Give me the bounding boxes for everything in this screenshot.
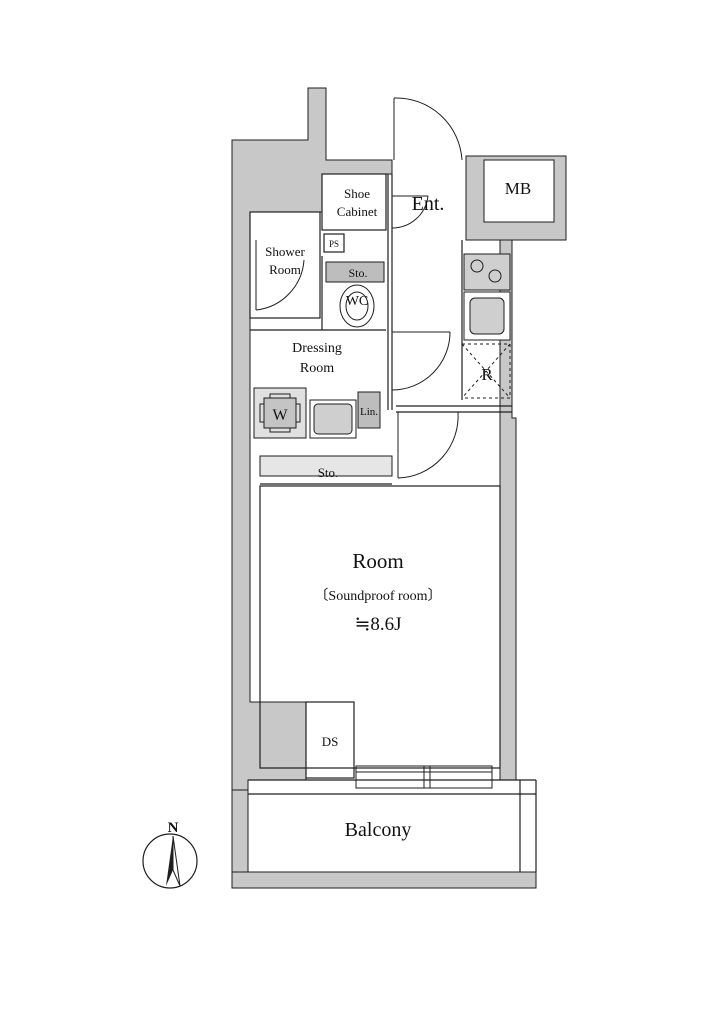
- entrance-label: Ent.: [412, 193, 445, 215]
- duct-space-frame: [305, 701, 355, 779]
- shower-door: [255, 240, 305, 311]
- refrigerator-box: [461, 343, 511, 399]
- sink-icon: [463, 291, 511, 341]
- labels: Ent. MB Shoe Cabinet PS Shower Room Sto.…: [265, 179, 531, 841]
- washer-label: W: [272, 407, 288, 424]
- shoe-cabinet-label-1: Shoe: [344, 186, 370, 201]
- toilet-storage-label: Sto.: [348, 266, 367, 280]
- toilet-label: WC: [346, 294, 369, 309]
- balcony-window: [355, 765, 493, 789]
- entrance-door: [391, 97, 463, 229]
- compass-icon: N: [142, 820, 198, 889]
- north-label: N: [168, 820, 179, 836]
- mb-wall: [465, 155, 567, 241]
- shower-room-label-1: Shower: [265, 244, 305, 259]
- east-wall: [499, 239, 517, 781]
- shower-room-frame: [249, 211, 321, 319]
- linen-shelf: [357, 391, 381, 429]
- gas-stove-icon: [463, 253, 511, 291]
- room-note-label: 〔Soundproof room〕: [314, 588, 441, 604]
- room-outline: [259, 485, 501, 769]
- room-label: Room: [352, 549, 403, 573]
- dressing-room-label-2: Room: [300, 361, 334, 376]
- washing-machine-icon: [253, 387, 307, 439]
- toilet-storage-shelf: [325, 261, 385, 283]
- storage-label: Sto.: [318, 465, 339, 480]
- shoe-cabinet-frame: [321, 173, 387, 231]
- walls: [231, 87, 567, 889]
- balcony-bottom-wall: [231, 871, 537, 889]
- hall-door: [391, 331, 451, 391]
- room-door: [397, 411, 459, 479]
- toilet-icon: [339, 284, 375, 328]
- shoe-cabinet-label-2: Cabinet: [337, 204, 378, 219]
- dressing-room-label-1: Dressing: [292, 341, 342, 356]
- pipe-space-frame: [323, 233, 345, 253]
- duct-space-label: DS: [322, 734, 339, 749]
- pipe-space-label: PS: [329, 239, 339, 249]
- room-size-label: ≒8.6J: [354, 614, 401, 635]
- doors: [255, 97, 463, 479]
- balcony-label: Balcony: [345, 819, 412, 841]
- partitions: [248, 173, 537, 872]
- shower-room-label-2: Room: [269, 262, 301, 277]
- storage-wall: [259, 455, 393, 477]
- refrigerator-label: R: [481, 365, 493, 384]
- basin-icon: [309, 399, 357, 439]
- linen-label: Lin.: [360, 406, 378, 418]
- meter-box-label: MB: [505, 179, 531, 198]
- fixtures: [253, 253, 511, 789]
